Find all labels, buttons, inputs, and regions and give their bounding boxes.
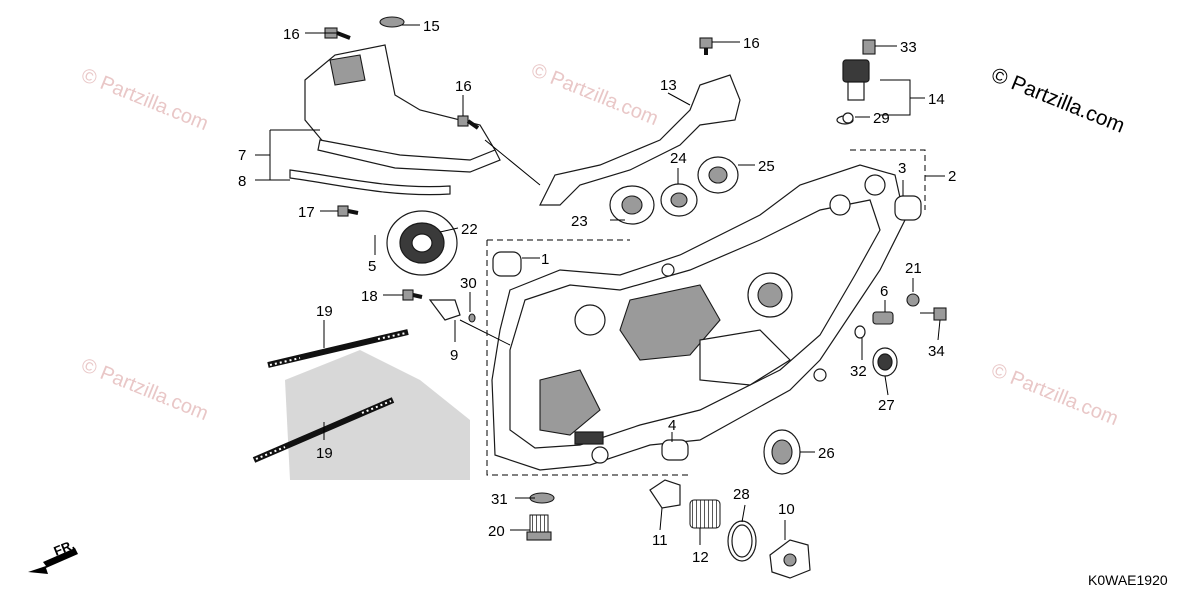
callout-17: 17: [298, 204, 315, 221]
front-direction-indicator: FR.: [28, 537, 78, 574]
bracket-13: [539, 74, 741, 206]
callout-34: 34: [928, 343, 945, 360]
direction-label: FR.: [52, 537, 77, 559]
ghost-logo: [285, 350, 470, 480]
callout-16-a: 16: [283, 26, 300, 43]
callout-14: 14: [928, 91, 945, 108]
hardware-group: [379, 16, 947, 339]
callout-23: 23: [571, 213, 588, 230]
callout-15: 15: [423, 18, 440, 35]
callout-10: 10: [778, 501, 795, 518]
callout-8: 8: [238, 173, 246, 190]
bearing-group: [386, 156, 739, 276]
callout-18: 18: [361, 288, 378, 305]
callout-30: 30: [460, 275, 477, 292]
watermark-5: © Partzilla.com: [988, 359, 1121, 430]
callout-16-b: 16: [455, 78, 472, 95]
callout-12: 12: [692, 549, 709, 566]
callout-3: 3: [898, 160, 906, 177]
seal-group: [763, 347, 898, 475]
callout-25: 25: [758, 158, 775, 175]
sensor-14: [836, 39, 876, 125]
callout-11: 11: [652, 532, 668, 549]
callout-24: 24: [670, 150, 687, 167]
callout-19-a: 19: [316, 303, 333, 320]
callout-4: 4: [668, 417, 676, 434]
callout-26: 26: [818, 445, 835, 462]
crankcase-frame: [486, 149, 926, 476]
leader-lines: [255, 24, 945, 545]
drain-parts: [526, 479, 811, 579]
callout-2: 2: [948, 168, 956, 185]
callout-13: 13: [660, 77, 677, 94]
callout-27: 27: [878, 397, 895, 414]
callout-5: 5: [368, 258, 376, 275]
diagram-code: K0WAE1920: [1088, 572, 1168, 588]
callout-21: 21: [905, 260, 922, 277]
callout-33: 33: [900, 39, 917, 56]
watermark-2: © Partzilla.com: [528, 59, 661, 130]
dowel-group: [492, 195, 922, 461]
callout-31: 31: [491, 491, 508, 508]
callout-22: 22: [461, 221, 478, 238]
crankcase-body: [491, 164, 906, 471]
callout-19-b: 19: [316, 445, 333, 462]
callout-9: 9: [450, 347, 458, 364]
watermark-3: © Partzilla.com: [78, 354, 211, 425]
callout-1: 1: [541, 251, 549, 268]
callout-20: 20: [488, 523, 505, 540]
watermark-main: © Partzilla.com: [988, 63, 1128, 137]
arrow-left-icon: [28, 548, 78, 574]
callout-labels: 1 2 3 4 5 6 7 8 9 10 11 12 13 14 15 16 1…: [238, 18, 956, 566]
callout-7: 7: [238, 147, 246, 164]
callout-16-c: 16: [743, 35, 760, 52]
callout-32: 32: [850, 363, 867, 380]
callout-28: 28: [733, 486, 750, 503]
watermark-1: © Partzilla.com: [78, 64, 211, 135]
callout-29: 29: [873, 110, 890, 127]
callout-6: 6: [880, 283, 888, 300]
shroud-cover: [289, 44, 501, 196]
